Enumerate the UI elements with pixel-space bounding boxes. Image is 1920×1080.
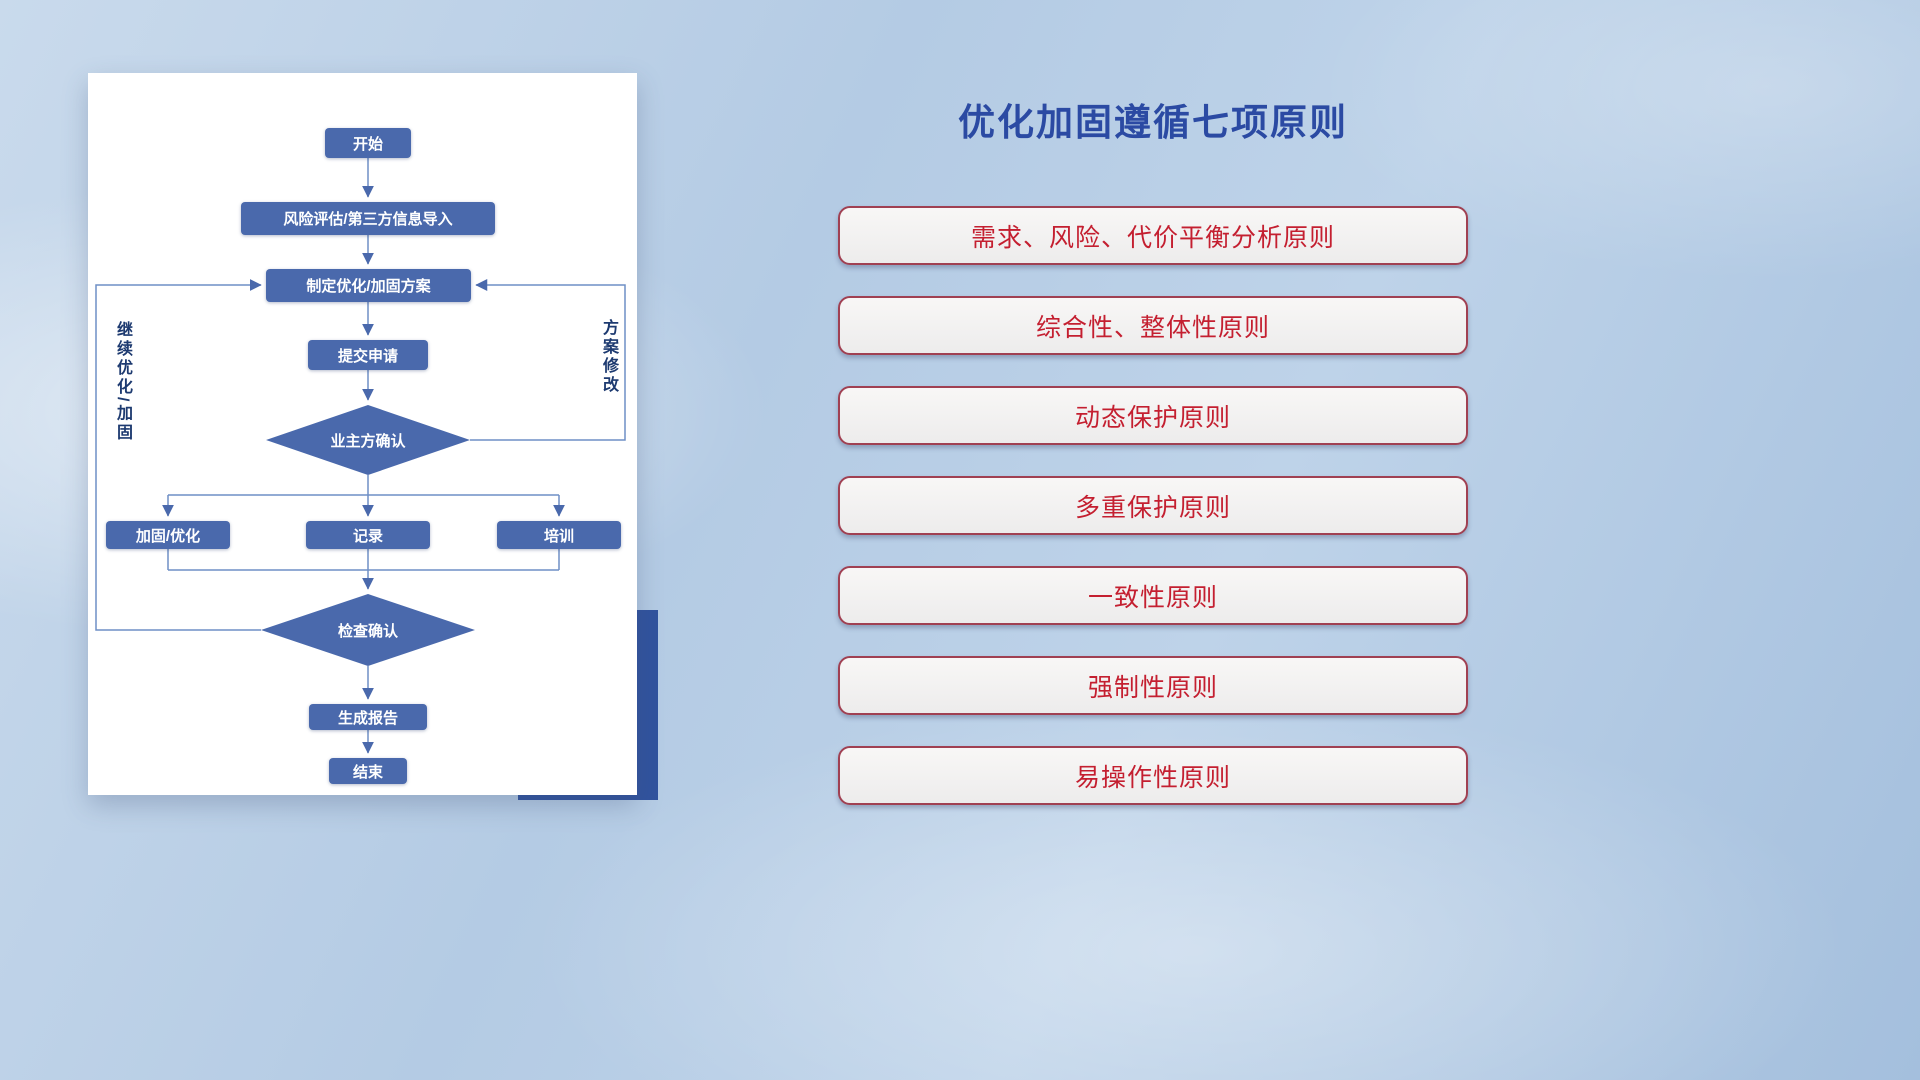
loop-label-continue-optimize: 继续优化/加固	[114, 321, 131, 443]
flow-node-record: 记录	[306, 521, 430, 549]
flow-node-report: 生成报告	[309, 704, 427, 730]
flowchart-card: 开始 风险评估/第三方信息导入 制定优化/加固方案 提交申请 业主方确认 加固/…	[88, 73, 637, 795]
principle-item-3: 动态保护原则	[838, 386, 1468, 445]
flow-node-submit: 提交申请	[308, 340, 428, 370]
principle-item-2: 综合性、整体性原则	[838, 296, 1468, 355]
flow-node-risk-import: 风险评估/第三方信息导入	[241, 202, 495, 235]
principle-item-6: 强制性原则	[838, 656, 1468, 715]
flow-node-training: 培训	[497, 521, 621, 549]
flow-node-make-plan: 制定优化/加固方案	[266, 269, 471, 302]
loop-label-plan-revise: 方案修改	[600, 319, 617, 395]
principles-panel: 优化加固遵循七项原则 需求、风险、代价平衡分析原则 综合性、整体性原则 动态保护…	[838, 92, 1468, 836]
flow-connectors	[95, 158, 626, 754]
principle-item-4: 多重保护原则	[838, 476, 1468, 535]
flow-node-end: 结束	[329, 758, 407, 784]
principle-item-1: 需求、风险、代价平衡分析原则	[838, 206, 1468, 265]
page-title: 优化加固遵循七项原则	[958, 102, 1348, 143]
principle-item-7: 易操作性原则	[838, 746, 1468, 805]
principle-item-5: 一致性原则	[838, 566, 1468, 625]
flow-node-harden: 加固/优化	[106, 521, 230, 549]
flow-node-start: 开始	[325, 128, 411, 158]
